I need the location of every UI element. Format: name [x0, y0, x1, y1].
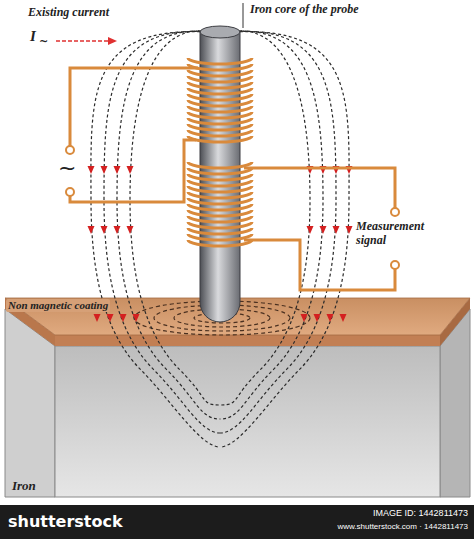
coil-turn — [188, 64, 252, 70]
iron-label: Iron — [12, 478, 36, 494]
coil-turn — [188, 130, 252, 136]
coil-turn — [188, 186, 252, 192]
coil-turn — [188, 210, 252, 216]
iron-front — [55, 346, 440, 497]
coil-turn — [188, 118, 252, 124]
field-arrow — [88, 226, 95, 234]
field-arrow — [107, 314, 114, 322]
coil-turn — [188, 124, 252, 130]
coil-turn — [188, 70, 252, 76]
coil-turn — [188, 94, 252, 100]
watermark-logo: shutterstock — [8, 512, 123, 531]
coil-turn — [188, 234, 252, 240]
field-arrow — [101, 226, 108, 234]
field-arrow — [94, 314, 101, 322]
coil-turn — [188, 88, 252, 94]
signal-label: Measurement signal — [356, 219, 448, 248]
field-arrow — [307, 226, 314, 234]
field-lines — [91, 31, 349, 447]
coil-turn — [188, 76, 252, 82]
field-arrow — [333, 226, 340, 234]
coil-turn — [188, 112, 252, 118]
field-arrow — [88, 166, 95, 174]
coil-turn — [188, 222, 252, 228]
field-arrow — [301, 314, 308, 322]
coil-turn — [188, 82, 252, 88]
field-arrow — [346, 226, 353, 234]
coil-turn — [188, 58, 252, 64]
coating-label: Non magnetic coating — [6, 299, 110, 312]
coil-turn — [188, 106, 252, 112]
coil-turn — [188, 240, 252, 246]
field-arrow — [127, 166, 134, 174]
coil-turn — [188, 180, 252, 186]
coil-turn — [188, 136, 252, 142]
ac-source-symbol: ~ — [58, 155, 76, 181]
field-arrow — [114, 226, 121, 234]
field-arrow — [340, 314, 347, 322]
current-subscript: ~ — [39, 35, 48, 48]
current-label: Existing current — [28, 5, 109, 19]
field-arrow — [127, 226, 134, 234]
coils — [188, 58, 252, 246]
field-arrow — [320, 226, 327, 234]
coil-turn — [188, 198, 252, 204]
coil-turn — [188, 192, 252, 198]
coil-turn — [188, 100, 252, 106]
current-arrow-head — [108, 37, 117, 45]
coil-turn — [188, 174, 252, 180]
field-arrow — [314, 314, 321, 322]
field-arrow — [120, 314, 127, 322]
field-arrow — [133, 314, 140, 322]
field-arrow — [327, 314, 334, 322]
watermark-id: IMAGE ID: 1442811473 — [373, 508, 468, 519]
watermark-bar — [0, 505, 474, 539]
current-arrow — [56, 40, 108, 42]
field-arrow — [114, 166, 121, 174]
coil-turn — [188, 228, 252, 234]
core-top — [200, 26, 240, 38]
coil-turn — [188, 162, 252, 168]
core-label: Iron core of the probe — [250, 2, 359, 16]
coil-turn — [188, 168, 252, 174]
field-arrow — [101, 166, 108, 174]
coating-edge — [55, 335, 440, 346]
current-symbol: I — [30, 27, 36, 45]
coil-turn — [188, 204, 252, 210]
coil-turn — [188, 216, 252, 222]
leader-line — [243, 3, 244, 28]
watermark-url: www.shutterstock.com · 1442811473 — [337, 522, 468, 532]
